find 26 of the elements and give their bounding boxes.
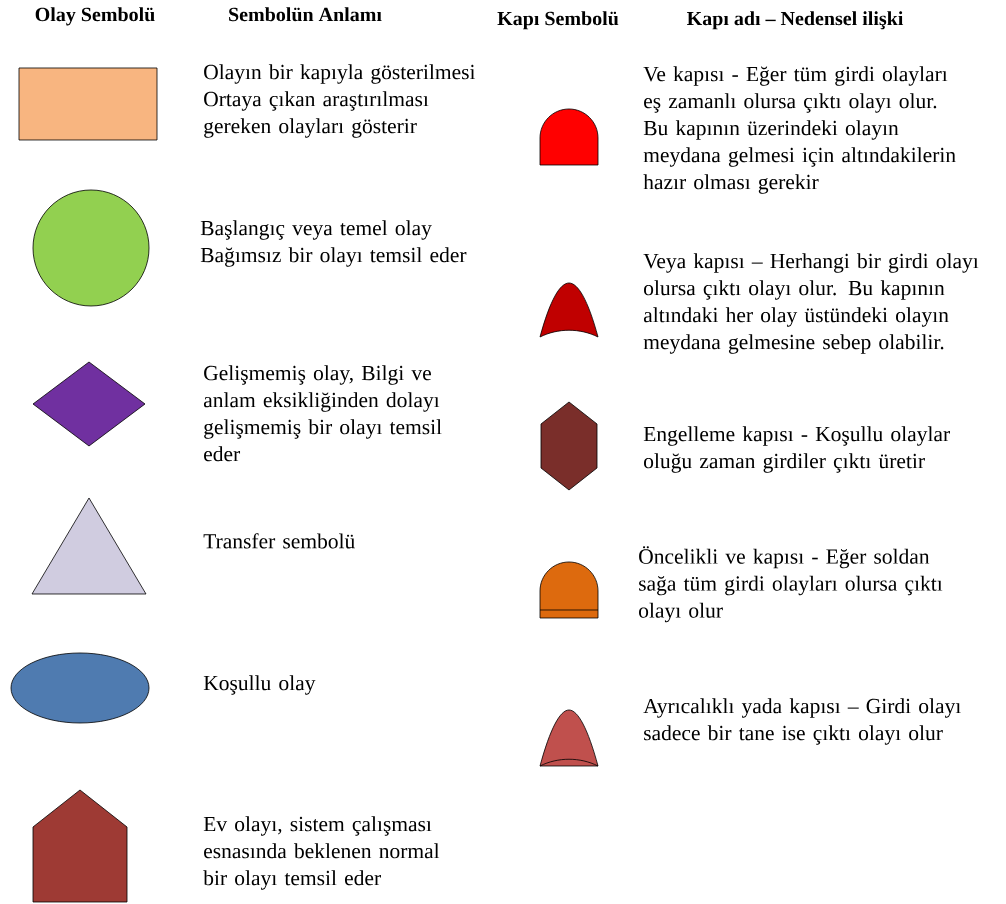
description-text: Başlangıç veya temel olay Bağımsız bir olayı temsil eder [200,220,467,267]
house-symbol [32,789,128,903]
diamond-symbol [32,361,146,447]
xor-gate-symbol [539,709,599,767]
triangle-symbol [31,497,147,595]
description-text: Ev olayı, sistem çalışması esnasında beklenen normal bir olayı temsil eder [203,816,440,890]
description-text: Öncelikli ve kapısı - Eğer soldan sağa tüm girdi olayları olursa çıktı olayı olur [639,546,943,623]
priority-and-gate-symbol [539,561,599,619]
column-header: Kapı adı – Nedensel ilişki [687,11,904,30]
description-text: Ve kapısı - Eğer tüm girdi olayları eş zamanlı olursa çıktı olayı olur. Bu kapının üzerindeki olayın meydana gelmesi için altındakilerin hazır olması gerekir [643,66,956,194]
description-text: Transfer sembolü [203,533,355,549]
column-header: Kapı Sembolü [497,11,619,30]
inhibit-gate-symbol [540,401,598,491]
description-text: Veya kapısı – Herhangi bir girdi olayı olursa çıktı olayı olur. Bu kapının altındaki her olay üstündeki olayın meydana gelmesine sebep olabilir. [643,253,979,354]
column-header: Sembolün Anlamı [229,7,382,22]
description-text: Olayın bir kapıyla gösterilmesi Ortaya çıkan araştırılması gereken olayları gösterir [204,64,476,138]
and-gate-symbol [539,108,599,166]
ellipse-symbol [10,652,150,724]
column-header: Olay Sembolü [35,7,155,26]
description-text: Koşullu olay [203,675,316,695]
rectangle-symbol [18,67,158,141]
or-gate-symbol [539,282,599,338]
description-text: Ayrıcalıklı yada kapısı – Girdi olayı sadece bir tane ise çıktı olayı olur [643,698,961,745]
description-text: Engelleme kapısı - Koşullu olaylar oluğu zaman girdiler çıktı üretir [643,426,950,473]
description-text: Gelişmemiş olay, Bilgi ve anlam eksikliğinden dolayı gelişmemiş bir olayı temsil eder [203,365,442,462]
circle-symbol [32,189,150,307]
